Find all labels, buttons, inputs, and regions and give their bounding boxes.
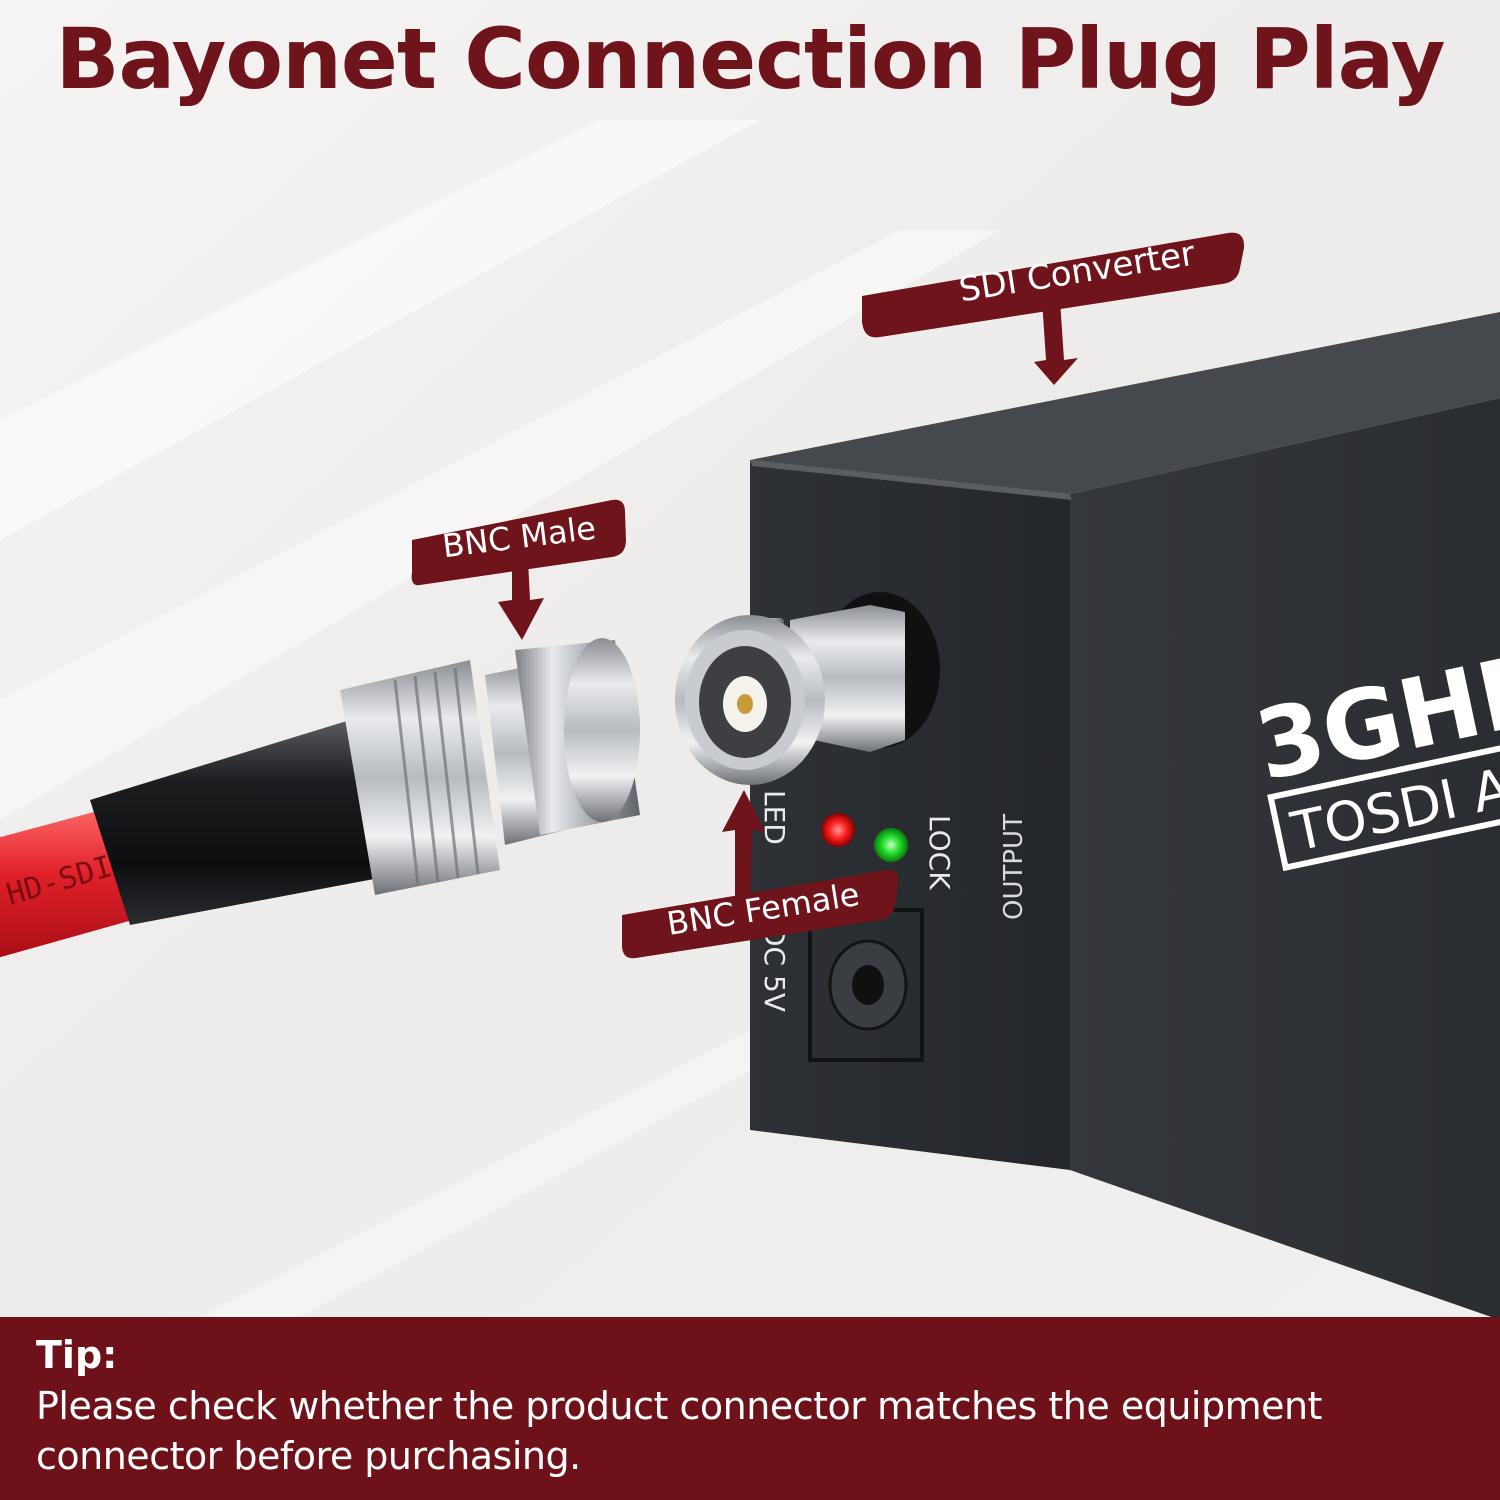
- page-title: Bayonet Connection Plug Play: [55, 10, 1446, 108]
- callout-bnc-female: [622, 790, 899, 959]
- tip-panel: Tip: Please check whether the product co…: [0, 1317, 1500, 1500]
- lock-label: LOCK: [923, 815, 956, 890]
- lock-led: [874, 828, 908, 862]
- led-label: LED: [758, 790, 791, 845]
- tip-text: Please check whether the product connect…: [36, 1384, 1322, 1478]
- bnc-female-port: [675, 592, 940, 785]
- cable-boot: [90, 720, 395, 925]
- male-face: [564, 638, 640, 822]
- dc-port-hole: [852, 965, 884, 1005]
- sdi-converter-device: OUTPUT LOCK LED DC 5V 3GHD TOSDI Aud: [750, 312, 1500, 1320]
- callout-sdi-converter: [862, 232, 1245, 385]
- output-label: OUTPUT: [999, 814, 1029, 920]
- bnc-male-cable: HD-SDI: [0, 638, 640, 958]
- dc-label: DC 5V: [758, 925, 791, 1012]
- tip-label: Tip:: [36, 1333, 118, 1377]
- power-led: [821, 813, 855, 847]
- light-streak: [0, 120, 760, 540]
- callout-bnc-male: [411, 499, 626, 640]
